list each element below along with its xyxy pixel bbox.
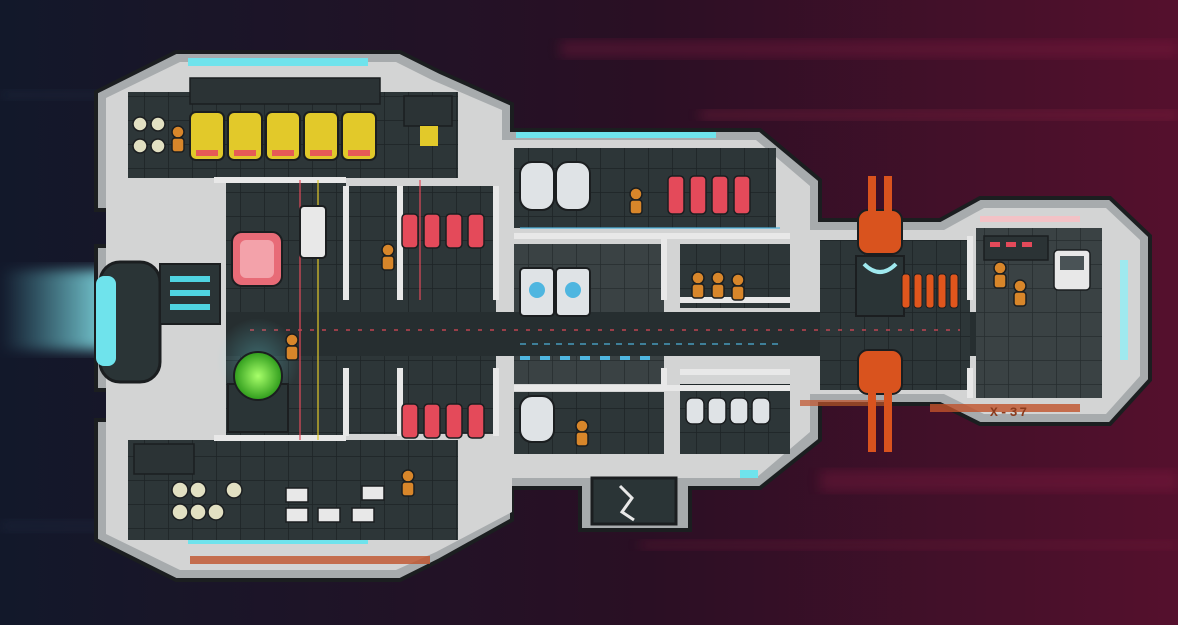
reactor <box>216 318 300 433</box>
speed-streaks <box>0 40 1178 550</box>
seat-icon <box>401 175 751 439</box>
medbay <box>231 205 327 287</box>
crew-member-icon <box>171 125 185 153</box>
seating-bay <box>401 175 751 439</box>
storage-bay <box>133 443 385 523</box>
cryo-pod-icon <box>189 111 377 161</box>
hull-registration-label: X-37 <box>990 405 1029 420</box>
cockpit <box>983 235 1091 291</box>
lounge-chairs <box>685 397 771 425</box>
corridor-lights <box>520 356 650 360</box>
weapons-bay <box>855 176 959 452</box>
engine-thrust <box>0 270 110 350</box>
crew-member-icon <box>575 419 589 447</box>
crew-member-icon <box>1013 279 1027 307</box>
oxygen-room <box>519 161 591 443</box>
oxygen-tank-icon <box>519 161 591 443</box>
canister-icon <box>132 116 166 154</box>
crew-member-icon <box>993 261 1007 289</box>
crew-member-icon <box>691 271 705 299</box>
crew-member-icon <box>381 243 395 271</box>
airlock <box>590 476 678 526</box>
crew-member-icon <box>629 187 643 215</box>
engine-icon <box>170 276 210 310</box>
crew-members <box>171 125 1027 497</box>
crew-member-icon <box>711 271 725 299</box>
cryo-bay <box>132 77 453 161</box>
engine-room <box>159 263 221 325</box>
console-icon <box>983 235 1049 261</box>
crew-member-icon <box>401 469 415 497</box>
missile-icon <box>901 273 959 309</box>
crew-member-icon <box>285 333 299 361</box>
reactor-orb-icon <box>233 351 283 401</box>
crew-member-icon <box>731 273 745 301</box>
